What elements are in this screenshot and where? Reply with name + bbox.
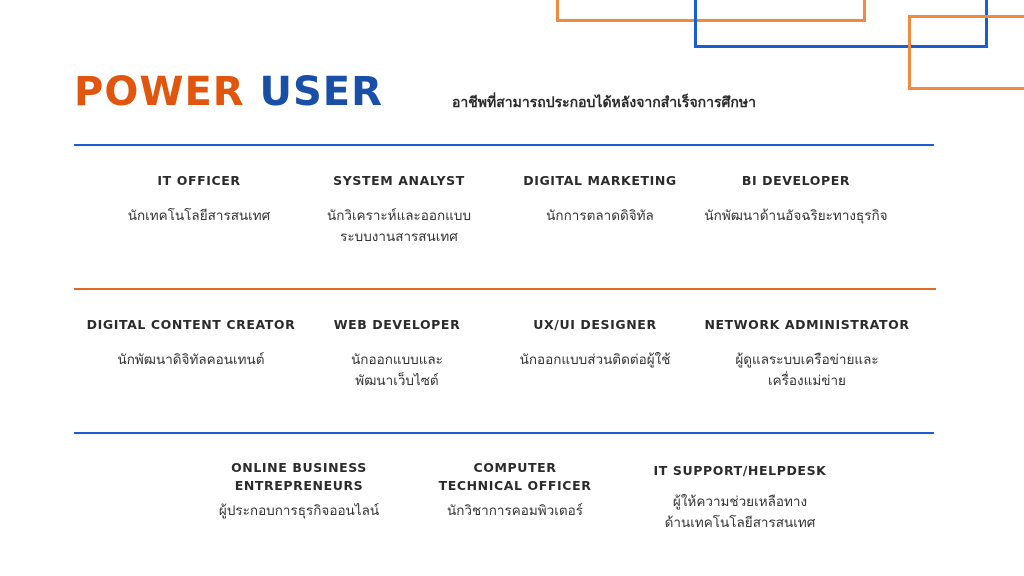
decorative-orange-frame-top: [556, 0, 866, 22]
job-title: DIGITAL MARKETING: [523, 173, 677, 188]
job-title-line: TECHNICAL OFFICER: [438, 478, 592, 493]
job-bi-developer: BI DEVELOPER นักพัฒนาด้านอัจฉริยะทางธุรก…: [704, 172, 887, 227]
decorative-blue-frame: [694, 0, 988, 48]
job-description-line: พัฒนาเว็บไซต์: [355, 373, 439, 389]
job-title-line: IT SUPPORT/HELPDESK: [653, 463, 827, 478]
job-it-officer: IT OFFICER นักเทคโนโลยีสารสนเทศ: [128, 172, 270, 227]
job-description: ผู้ประกอบการธุรกิจออนไลน์: [219, 501, 379, 522]
job-online-business-entrepreneurs: ONLINE BUSINESS ENTREPRENEURS ผู้ประกอบก…: [219, 459, 379, 522]
job-title-line: ONLINE BUSINESS: [231, 460, 367, 475]
job-description: นักพัฒนาดิจิทัลคอนเทนต์: [87, 350, 296, 371]
decorative-orange-frame-right: [908, 15, 1024, 90]
job-title: BI DEVELOPER: [741, 173, 851, 188]
job-description: นักวิเคราะห์และออกแบบ ระบบงานสารสนเทศ: [327, 206, 471, 248]
job-title: DIGITAL CONTENT CREATOR: [86, 317, 296, 332]
job-title: COMPUTER TECHNICAL OFFICER: [439, 459, 592, 495]
job-description-line: นักเทคโนโลยีสารสนเทศ: [127, 208, 271, 224]
page-subtitle: อาชีพที่สามารถประกอบได้หลังจากสำเร็จการศ…: [452, 95, 756, 111]
job-network-administrator: NETWORK ADMINISTRATOR ผู้ดูแลระบบเครือข่…: [704, 316, 909, 392]
job-title: UX/UI DESIGNER: [533, 317, 657, 332]
job-description-line: ด้านเทคโนโลยีสารสนเทศ: [664, 515, 816, 531]
job-description-line: นักออกแบบส่วนติดต่อผู้ใช้: [519, 352, 671, 368]
job-digital-marketing: DIGITAL MARKETING นักการตลาดดิจิทัล: [523, 172, 677, 227]
job-description-line: นักพัฒนาดิจิทัลคอนเทนต์: [117, 352, 265, 368]
job-title: NETWORK ADMINISTRATOR: [704, 317, 910, 332]
job-description-line: นักออกแบบและ: [351, 352, 443, 368]
job-computer-technical-officer: COMPUTER TECHNICAL OFFICER นักวิชาการคอม…: [439, 459, 592, 522]
job-description-line: เครื่องแม่ข่าย: [768, 373, 846, 389]
job-description-line: นักการตลาดดิจิทัล: [546, 208, 654, 224]
job-description-line: นักวิเคราะห์และออกแบบ: [326, 208, 472, 224]
job-description-line: ระบบงานสารสนเทศ: [340, 229, 458, 245]
job-description: นักเทคโนโลยีสารสนเทศ: [128, 206, 270, 227]
title-word-user: USER: [259, 69, 383, 115]
job-description: ผู้ให้ความช่วยเหลือทาง ด้านเทคโนโลยีสารส…: [654, 492, 827, 534]
job-it-support-helpdesk: IT SUPPORT/HELPDESK ผู้ให้ความช่วยเหลือท…: [654, 462, 827, 534]
divider-middle: [74, 288, 936, 290]
job-description-line: นักพัฒนาด้านอัจฉริยะทางธุรกิจ: [704, 208, 888, 224]
job-title-line: COMPUTER: [473, 460, 557, 475]
job-description: นักออกแบบส่วนติดต่อผู้ใช้: [520, 350, 671, 371]
title-word-power: POWER: [74, 69, 245, 115]
divider-top: [74, 144, 934, 146]
job-title-line: ENTREPRENEURS: [234, 478, 364, 493]
job-description-line: นักวิชาการคอมพิวเตอร์: [447, 503, 583, 519]
job-description-line: ผู้ดูแลระบบเครือข่ายและ: [735, 352, 879, 368]
job-description-line: ผู้ให้ความช่วยเหลือทาง: [672, 494, 808, 510]
job-web-developer: WEB DEVELOPER นักออกแบบและ พัฒนาเว็บไซต์: [334, 316, 461, 392]
job-description: นักออกแบบและ พัฒนาเว็บไซต์: [334, 350, 461, 392]
job-digital-content-creator: DIGITAL CONTENT CREATOR นักพัฒนาดิจิทัลค…: [87, 316, 296, 371]
divider-bottom: [74, 432, 934, 434]
job-title: ONLINE BUSINESS ENTREPRENEURS: [219, 459, 379, 495]
job-title: SYSTEM ANALYST: [333, 173, 465, 188]
job-ux-ui-designer: UX/UI DESIGNER นักออกแบบส่วนติดต่อผู้ใช้: [520, 316, 671, 371]
job-description: นักพัฒนาด้านอัจฉริยะทางธุรกิจ: [704, 206, 887, 227]
job-system-analyst: SYSTEM ANALYST นักวิเคราะห์และออกแบบ ระบ…: [327, 172, 471, 248]
job-title: IT SUPPORT/HELPDESK: [654, 462, 827, 480]
page-title: POWER USER: [74, 68, 383, 116]
job-description: นักการตลาดดิจิทัล: [523, 206, 677, 227]
job-title: WEB DEVELOPER: [333, 317, 461, 332]
job-description: ผู้ดูแลระบบเครือข่ายและ เครื่องแม่ข่าย: [704, 350, 909, 392]
job-title: IT OFFICER: [157, 173, 241, 188]
job-description: นักวิชาการคอมพิวเตอร์: [439, 501, 592, 522]
job-description-line: ผู้ประกอบการธุรกิจออนไลน์: [218, 503, 380, 519]
